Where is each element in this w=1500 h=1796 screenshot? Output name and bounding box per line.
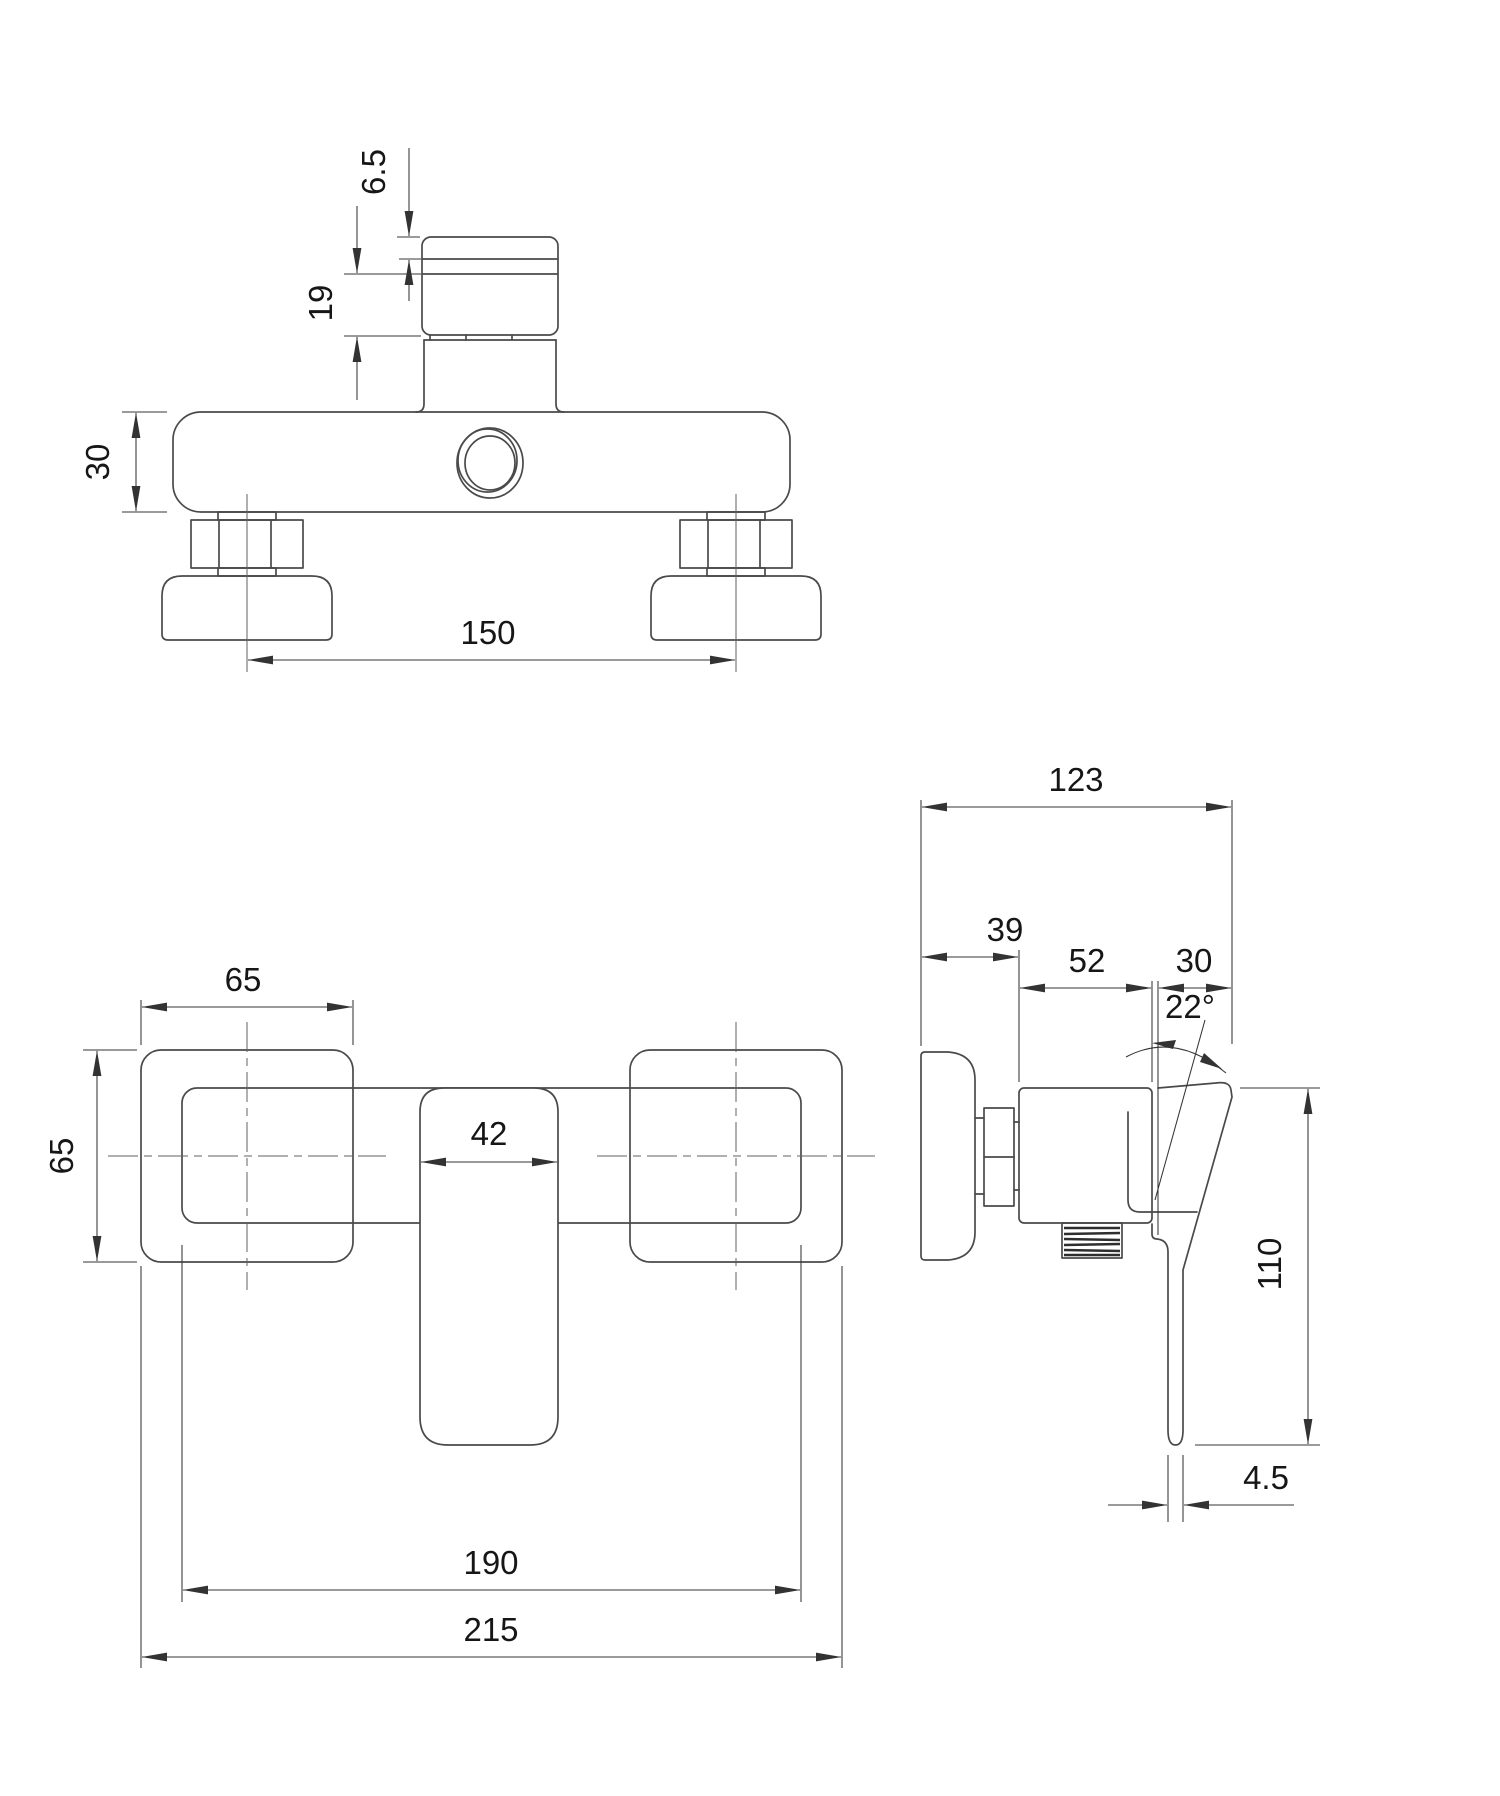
dim-side-lever-thickness-label: 4.5 [1243, 1459, 1289, 1496]
cap-outline [421, 236, 559, 336]
front-view: 65 65 42 190 215 [43, 961, 875, 1668]
dim-front-overall-width-label: 215 [463, 1611, 518, 1648]
right-foot [650, 575, 822, 641]
dim-front-flange-width-label: 65 [225, 961, 262, 998]
thread-line [1063, 1248, 1121, 1253]
dim-front-flange-height-label: 65 [43, 1138, 80, 1175]
threaded-outlet [1061, 1222, 1123, 1259]
angle-arrow-right [1200, 1053, 1222, 1069]
side-view: 22° 123 39 52 30 110 4.5 [920, 761, 1320, 1522]
top-view: 150 30 6.5 19 [79, 148, 822, 672]
dim-top-cap-height-label: 19 [302, 285, 339, 322]
angle-arrow-left [1152, 1040, 1176, 1049]
outlet-hole-inner [464, 435, 516, 491]
dim-side-handle-drop-label: 110 [1251, 1238, 1288, 1291]
handle-side [1151, 1081, 1233, 1446]
dim-side-overall-depth-label: 123 [1048, 761, 1103, 798]
dim-side-handle-top-depth-label: 30 [1176, 942, 1213, 979]
dim-top-thickness-label: 30 [79, 444, 116, 481]
outlet-outline [1061, 1222, 1123, 1259]
dim-side-flange-depth-label: 39 [987, 911, 1024, 948]
body-outline-top [172, 411, 791, 513]
thread-line [1063, 1237, 1121, 1242]
thread-line [1063, 1231, 1121, 1236]
cartridge-line [1127, 1111, 1198, 1213]
side-flange [920, 1051, 976, 1261]
thread-line [1063, 1242, 1121, 1247]
dim-front-handle-width-label: 42 [471, 1115, 508, 1152]
dim-side-body-depth-label: 52 [1069, 942, 1106, 979]
handle-front [419, 1087, 559, 1446]
dim-top-spacing-label: 150 [460, 614, 515, 651]
outlet-hole-outer [456, 427, 524, 499]
dim-top-cap-lip-label: 6.5 [355, 149, 392, 195]
dim-side-angle-label: 22° [1165, 988, 1215, 1025]
left-foot [161, 575, 333, 641]
angle-tilted-ref [1154, 1019, 1206, 1201]
dim-front-body-length-label: 190 [463, 1544, 518, 1581]
outlet-hole-mid [457, 428, 518, 493]
